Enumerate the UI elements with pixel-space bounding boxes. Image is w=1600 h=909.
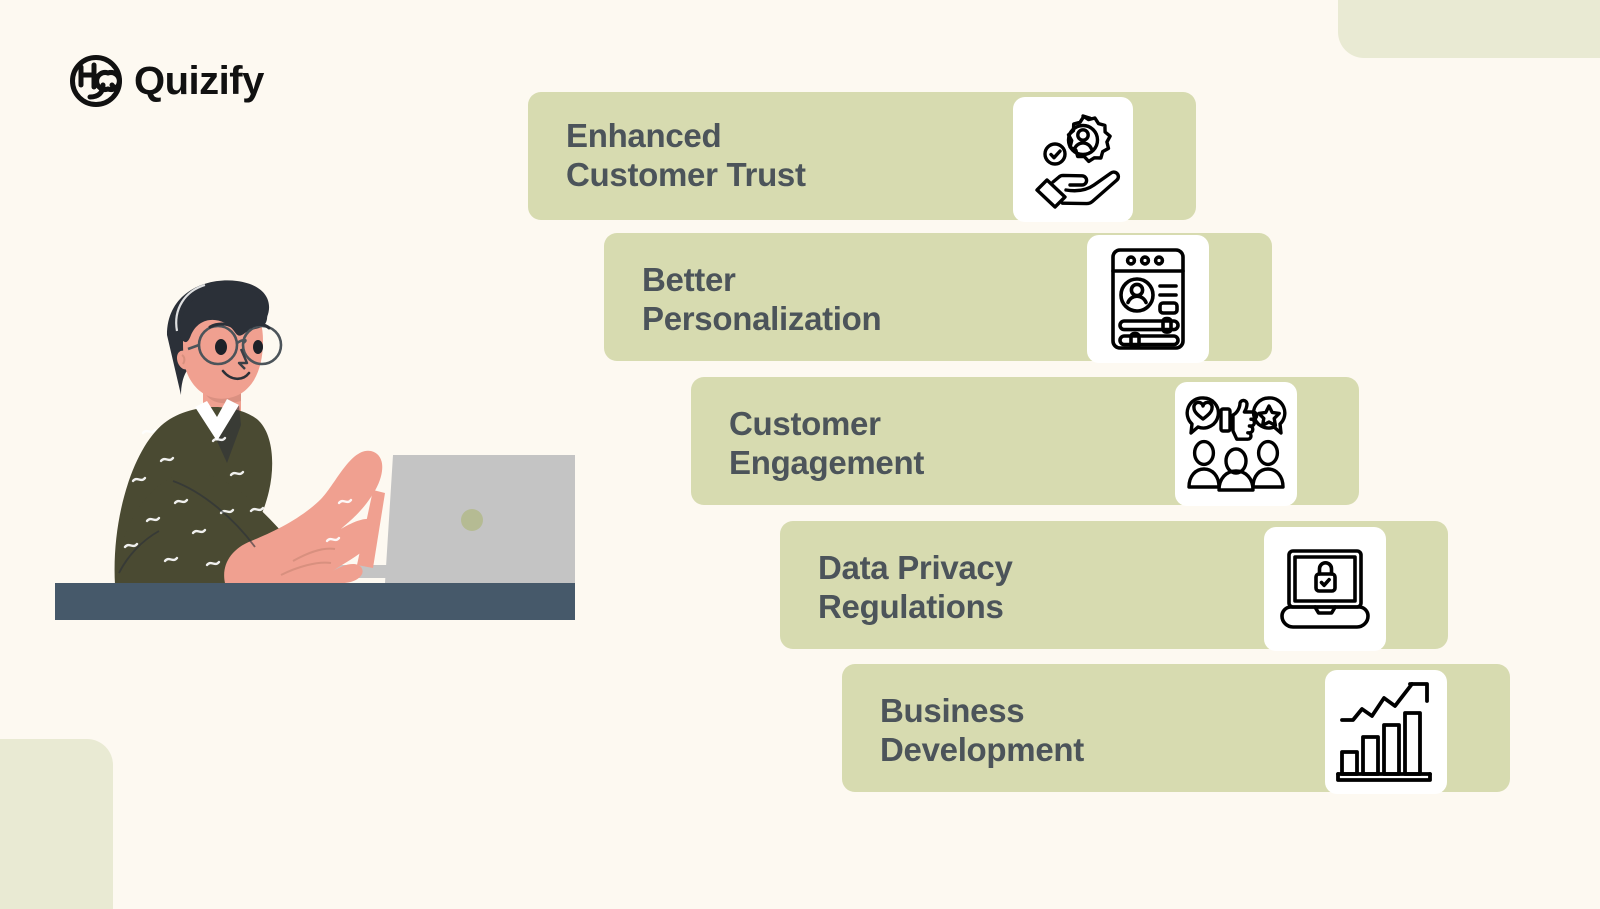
quizify-circular-monogram-icon <box>70 55 122 107</box>
bar-label-2: Better Personalization <box>642 261 882 337</box>
hand-holding-verified-user-badge-icon <box>1025 110 1121 210</box>
man-working-on-laptop-illustration <box>55 265 575 620</box>
mobile-profile-settings-sliders-icon <box>1105 247 1191 351</box>
growth-bar-chart-arrow-icon <box>1336 680 1436 784</box>
brand-logo[interactable]: Quizify <box>70 55 264 107</box>
brand-name: Quizify <box>134 59 264 103</box>
bar-label-5: Business Development <box>880 692 1084 768</box>
icon-tile-2 <box>1087 235 1209 363</box>
bottom-left-decoration <box>0 739 113 909</box>
top-right-decoration <box>1338 0 1600 58</box>
people-with-heart-thumbsup-star-icon <box>1185 395 1287 493</box>
icon-tile-4 <box>1264 527 1386 651</box>
icon-tile-3 <box>1175 382 1297 506</box>
bar-label-1: Enhanced Customer Trust <box>566 117 806 193</box>
icon-tile-5 <box>1325 670 1447 794</box>
bar-label-3: Customer Engagement <box>729 405 925 481</box>
bar-label-4: Data Privacy Regulations <box>818 549 1013 625</box>
laptop-with-padlock-icon <box>1275 548 1375 630</box>
icon-tile-1 <box>1013 97 1133 222</box>
